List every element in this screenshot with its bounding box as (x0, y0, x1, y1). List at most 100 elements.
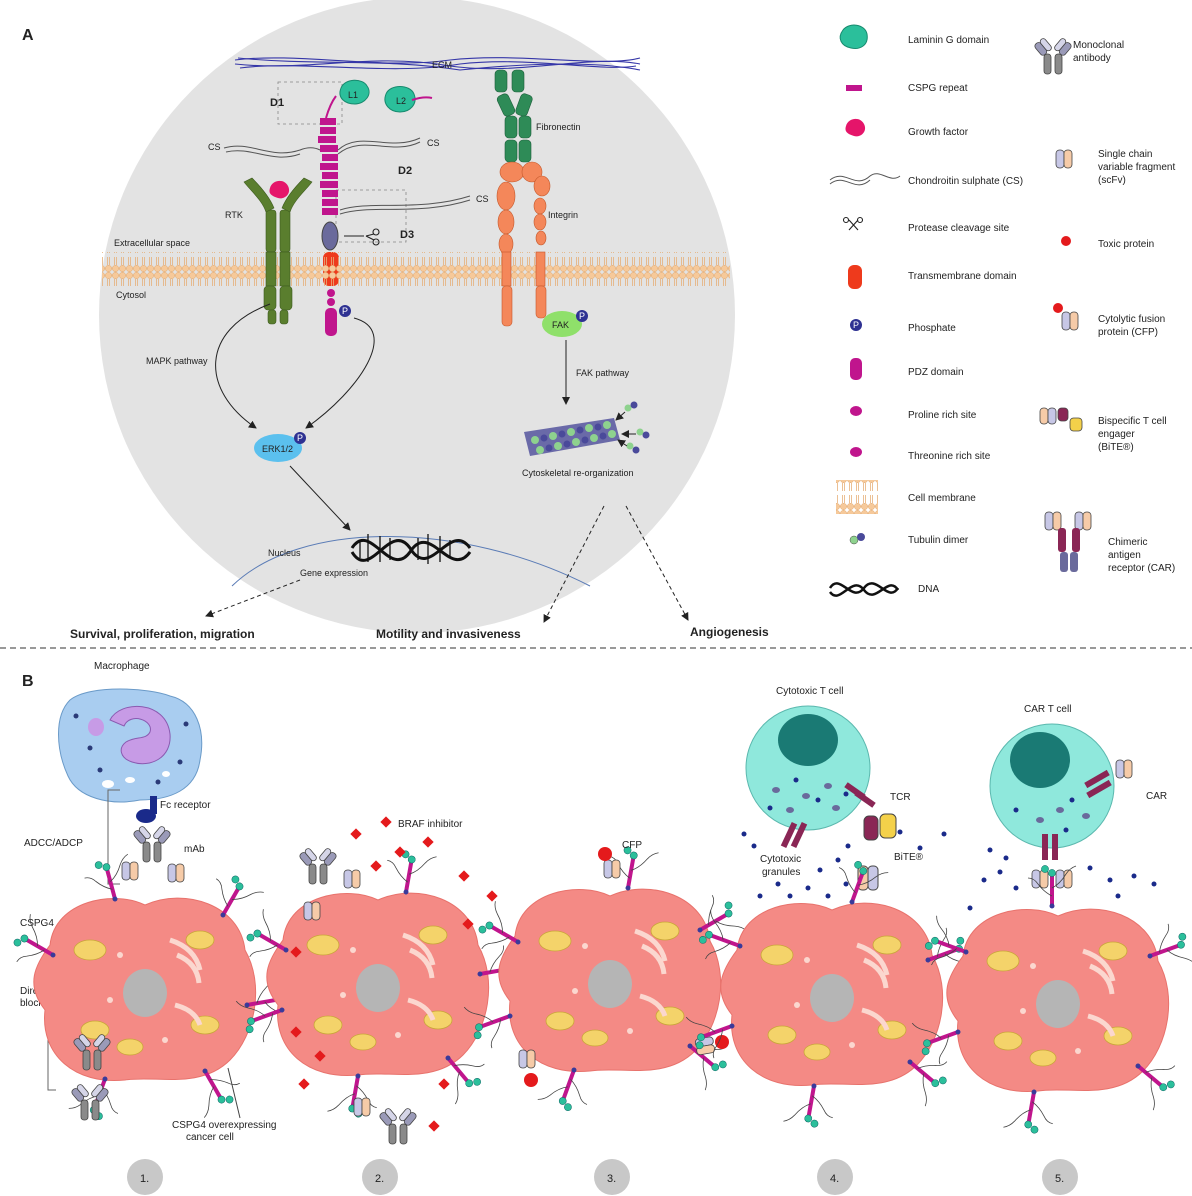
fak-label: FAK (552, 320, 569, 330)
braf-inhibitor-particles (290, 816, 498, 1132)
fc-receptor (136, 796, 157, 823)
outcome-survival: Survival, proliferation, migration (70, 627, 255, 641)
nucleus-label: Nucleus (268, 548, 301, 558)
cspg-repeat-icon (846, 85, 862, 91)
granules-label-2: granules (762, 867, 800, 878)
d2-label: D2 (398, 165, 412, 177)
legend-left: Laminin G domain CSPG repeat Growth fact… (828, 24, 1023, 597)
legend-dna: DNA (918, 584, 939, 595)
svg-text:P: P (579, 311, 585, 321)
cs-label-mid: CS (427, 138, 440, 148)
ecm-label: ECM (432, 60, 452, 70)
svg-text:Cytolytic fusion: Cytolytic fusion (1098, 314, 1165, 325)
legend-cspg: CSPG repeat (908, 83, 968, 94)
macrophage-cell (58, 688, 203, 803)
svg-text:receptor (CAR): receptor (CAR) (1108, 563, 1175, 574)
legend-right: Monoclonal antibody Single chain variabl… (1033, 36, 1175, 574)
d1-label: D1 (270, 97, 284, 109)
legend-phosphate: Phosphate (908, 323, 956, 334)
rtk-label: RTK (225, 210, 243, 220)
phosphate-legend-icon (850, 319, 862, 331)
adcc-label: ADCC/ADCP (24, 838, 83, 849)
legend-transmembrane: Transmembrane domain (908, 271, 1017, 282)
braf-label: BRAF inhibitor (398, 819, 463, 830)
fc-receptor-label: Fc receptor (160, 800, 211, 811)
svg-text:Monoclonal: Monoclonal (1073, 40, 1124, 51)
step-4: 4. (830, 1173, 839, 1185)
car-icon (1044, 511, 1092, 572)
svg-text:variable fragment: variable fragment (1098, 162, 1175, 173)
svg-text:(scFv): (scFv) (1098, 175, 1126, 186)
cancer-cell-label-2: cancer cell (186, 1132, 234, 1143)
laminin-domain-l1 (339, 79, 370, 105)
legend-growth-factor: Growth factor (908, 127, 969, 138)
cytotoxic-t-cell (745, 705, 871, 831)
nucleus-envelope (231, 536, 591, 587)
cytoskeleton (524, 401, 650, 456)
svg-text:Bispecific T cell: Bispecific T cell (1098, 416, 1167, 427)
gene-expression-label: Gene expression (300, 568, 368, 578)
laminin-domain-l2 (384, 86, 416, 113)
outcome-angiogenesis: Angiogenesis (690, 625, 769, 639)
d3-label: D3 (400, 229, 414, 241)
cytoskeletal-label: Cytoskeletal re-organization (522, 468, 634, 478)
legend-membrane: Cell membrane (908, 493, 976, 504)
cancer-cell-5 (911, 864, 1192, 1137)
cfp-label: CFP (622, 840, 642, 851)
svg-text:Single chain: Single chain (1098, 149, 1152, 160)
fibronectin-label: Fibronectin (536, 122, 581, 132)
cspg4-label: CSPG4 (20, 918, 54, 929)
bite-icon (1039, 407, 1083, 432)
car-t-cell (989, 723, 1115, 849)
integrin (496, 161, 551, 327)
erk-node (254, 434, 302, 462)
legend-laminin: Laminin G domain (908, 35, 989, 46)
svg-text:Toxic protein: Toxic protein (1098, 239, 1154, 250)
extracellular-label: Extracellular space (114, 238, 190, 248)
l2-label: L2 (396, 96, 406, 106)
cancer-cell-1 (5, 853, 292, 1126)
svg-text:P: P (297, 433, 303, 443)
threonine-legend-icon (850, 447, 862, 457)
growth-factor-legend-icon (845, 118, 866, 137)
bite-molecule (857, 813, 897, 891)
adcc-bracket (107, 789, 120, 885)
laminin-g-icon (839, 24, 868, 49)
pdz-domain (325, 308, 337, 336)
integrin-label: Integrin (548, 210, 578, 220)
car-receptors (1031, 759, 1133, 889)
step-1: 1. (140, 1173, 149, 1185)
mab-label: mAb (184, 844, 205, 855)
l1-label: L1 (348, 90, 358, 100)
ecm-fibers (234, 57, 641, 71)
car-granules (967, 847, 1157, 911)
step-3: 3. (607, 1173, 616, 1185)
panel-a-label: A (22, 27, 34, 44)
transmembrane-legend-icon (848, 265, 862, 289)
cfp-molecules (518, 847, 729, 1087)
legend-tubulin: Tubulin dimer (908, 535, 969, 546)
svg-text:(BiTE®): (BiTE®) (1098, 442, 1134, 453)
domain-boxes (277, 81, 407, 243)
pdz-legend-icon (850, 358, 862, 380)
chondroitin-sulphate-chains (223, 137, 471, 215)
step-2: 2. (375, 1173, 384, 1185)
panel-b-label: B (22, 673, 34, 690)
blocking-mab (70, 1082, 110, 1121)
cspg-repeats (318, 118, 338, 215)
car-label: CAR (1146, 791, 1167, 802)
direct-blockade-label-1: Direct (20, 986, 46, 997)
dna-legend-icon (828, 582, 900, 597)
mapk-label: MAPK pathway (146, 356, 208, 366)
cell-membrane (102, 252, 730, 286)
bite-label: BiTE® (894, 852, 924, 863)
legend-pdz: PDZ domain (908, 367, 964, 378)
growth-factor-icon (269, 180, 290, 199)
dna-helix (350, 534, 472, 564)
car-t-label: CAR T cell (1024, 704, 1071, 715)
scfv-icon (1055, 149, 1073, 169)
svg-text:Chimeric: Chimeric (1108, 537, 1147, 548)
monoclonal-antibody-icon (1033, 36, 1073, 75)
cfp-icon (1061, 311, 1079, 331)
